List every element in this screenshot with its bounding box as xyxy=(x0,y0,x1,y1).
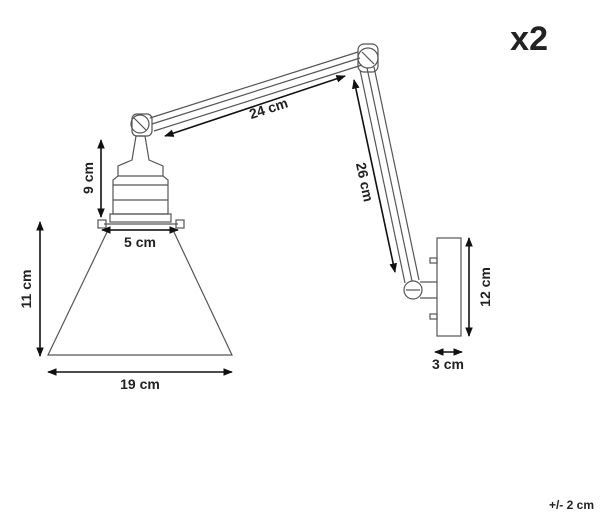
shade-height-label: 11 cm xyxy=(18,270,34,309)
shade-width-label: 19 cm xyxy=(120,376,160,392)
quantity-label: x2 xyxy=(510,20,548,58)
socket-height-label: 9 cm xyxy=(80,162,96,194)
base-depth-label: 3 cm xyxy=(432,356,464,372)
base-hinge-knob xyxy=(403,280,423,300)
arm-upper-label: 24 cm xyxy=(247,95,290,122)
socket-width-label: 5 cm xyxy=(124,234,156,250)
dimension-labels: 24 cm 26 cm 9 cm 5 cm 11 cm 19 cm 12 cm … xyxy=(18,95,493,392)
lamp-socket xyxy=(97,135,185,229)
socket-hinge-knob xyxy=(130,114,150,134)
lamp-drawing xyxy=(47,43,462,356)
dimension-lines xyxy=(36,75,473,376)
wall-base-plate xyxy=(436,237,462,337)
tolerance-note: +/- 2 cm xyxy=(549,498,594,512)
base-height-label: 12 cm xyxy=(477,267,493,307)
